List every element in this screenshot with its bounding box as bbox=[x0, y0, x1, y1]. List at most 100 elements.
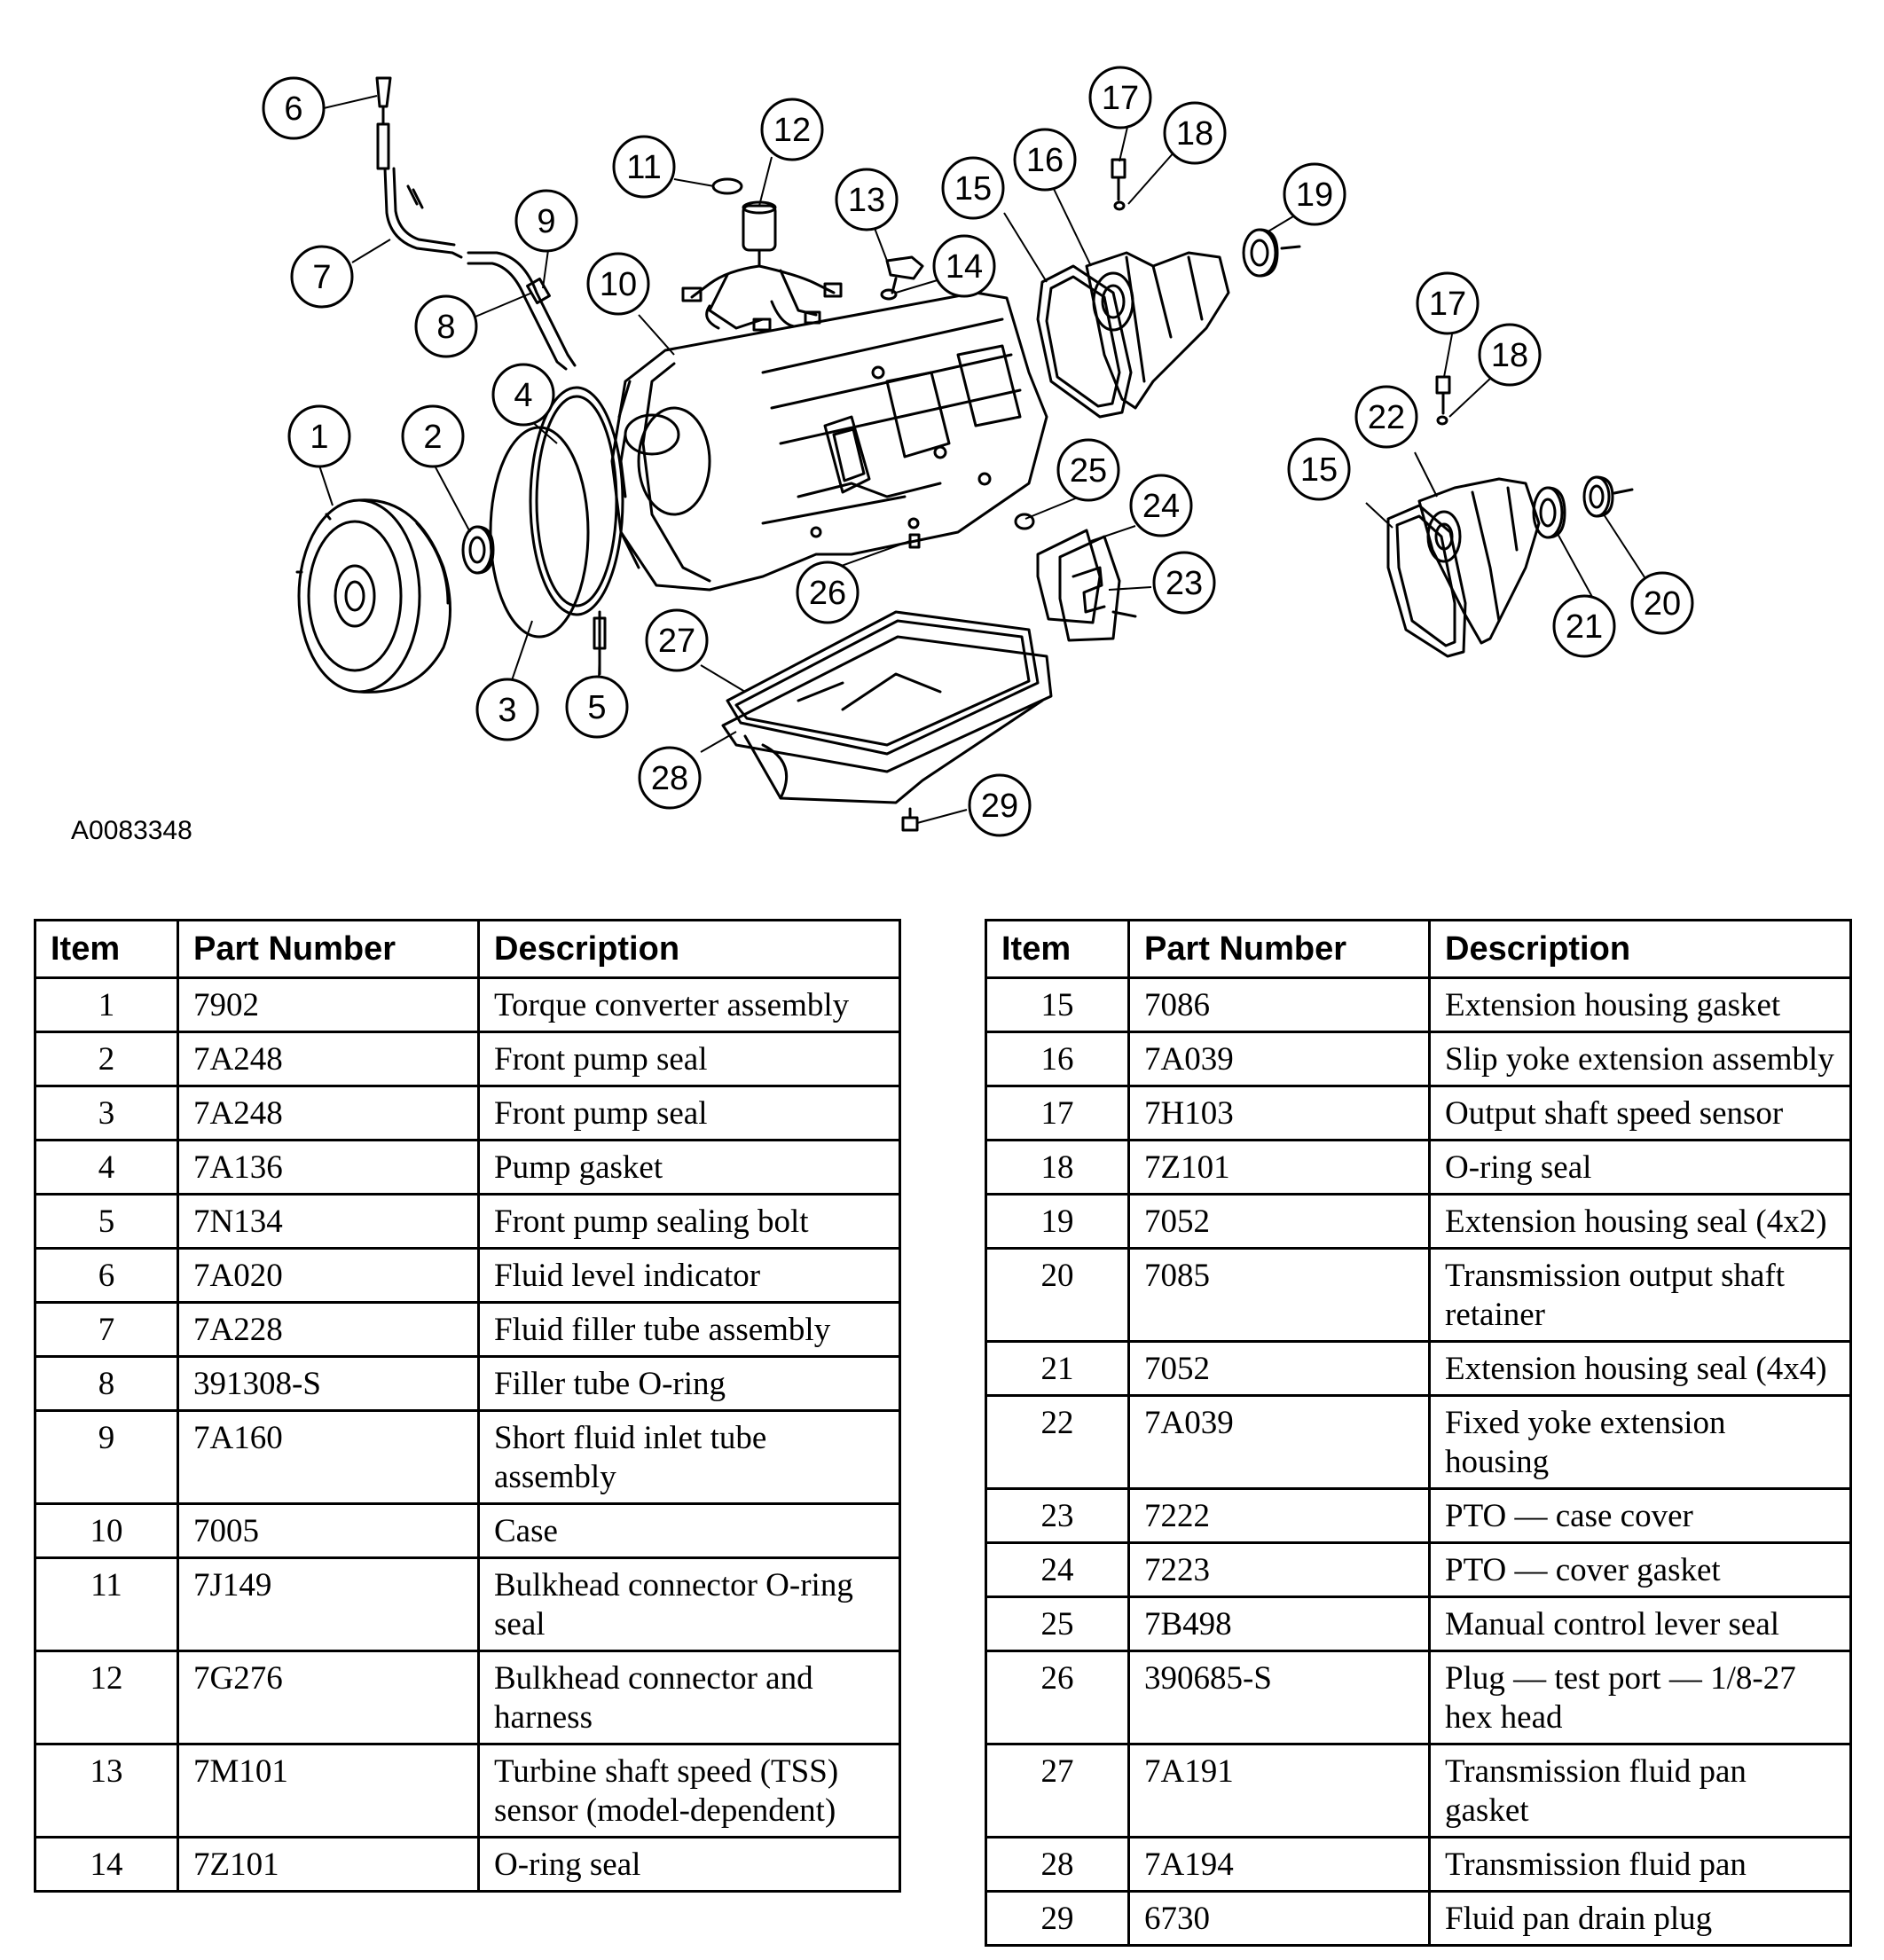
description-cell: Plug — test port — 1/8-27 hex head bbox=[1428, 1650, 1852, 1745]
description-cell: Transmission fluid pan gasket bbox=[1428, 1743, 1852, 1838]
svg-text:3: 3 bbox=[498, 692, 516, 729]
svg-text:4: 4 bbox=[514, 377, 532, 414]
svg-text:19: 19 bbox=[1296, 176, 1333, 214]
callout-12: 12 bbox=[760, 98, 824, 161]
lever-seal-drawing bbox=[1014, 513, 1035, 530]
callout-21: 21 bbox=[1552, 594, 1616, 658]
part-number-cell: 7085 bbox=[1127, 1247, 1431, 1343]
part-number-cell: 7A191 bbox=[1127, 1743, 1431, 1838]
svg-text:11: 11 bbox=[626, 149, 661, 186]
item-cell: 7 bbox=[34, 1301, 179, 1358]
header-item: Item bbox=[985, 919, 1130, 979]
callout-26: 26 bbox=[796, 561, 860, 624]
part-number-cell: 7A136 bbox=[177, 1139, 480, 1196]
callout-17-4x4: 17 bbox=[1416, 271, 1480, 335]
callout-24: 24 bbox=[1129, 474, 1193, 537]
transmission-case-drawing bbox=[610, 291, 1048, 592]
part-number-cell: 7A160 bbox=[177, 1409, 480, 1505]
item-cell: 1 bbox=[34, 976, 179, 1033]
callout-14: 14 bbox=[932, 234, 996, 298]
callout-11: 11 bbox=[612, 135, 676, 199]
callout-7: 7 bbox=[290, 245, 354, 309]
svg-text:20: 20 bbox=[1644, 585, 1681, 623]
callout-23: 23 bbox=[1152, 551, 1216, 615]
callout-2: 2 bbox=[401, 404, 465, 468]
fluid-pan-drawing bbox=[721, 610, 1053, 804]
svg-text:18: 18 bbox=[1491, 337, 1528, 374]
item-cell: 26 bbox=[985, 1650, 1130, 1745]
description-cell: Turbine shaft speed (TSS) sensor (model-… bbox=[477, 1743, 901, 1838]
description-cell: Transmission fluid pan bbox=[1428, 1836, 1852, 1893]
header-description: Description bbox=[1428, 919, 1852, 979]
svg-text:21: 21 bbox=[1566, 608, 1603, 646]
part-number-cell: 7A020 bbox=[177, 1247, 480, 1304]
svg-text:10: 10 bbox=[600, 266, 637, 303]
svg-text:2: 2 bbox=[423, 419, 442, 456]
extension-seal-4x2-drawing bbox=[1242, 228, 1301, 278]
callout-17: 17 bbox=[1088, 66, 1152, 129]
part-number-cell: 7Z101 bbox=[177, 1836, 480, 1893]
part-number-cell: 7223 bbox=[1127, 1541, 1431, 1598]
svg-text:29: 29 bbox=[981, 788, 1018, 825]
description-cell: Front pump seal bbox=[477, 1031, 901, 1087]
extension-gasket-drawing bbox=[1036, 264, 1133, 419]
slip-yoke-extension-drawing bbox=[1085, 251, 1230, 410]
svg-text:24: 24 bbox=[1142, 488, 1180, 525]
part-number-cell: 7N134 bbox=[177, 1193, 480, 1250]
item-cell: 17 bbox=[985, 1085, 1130, 1141]
description-cell: Case bbox=[477, 1502, 901, 1559]
item-cell: 4 bbox=[34, 1139, 179, 1196]
callout-15-4x4: 15 bbox=[1287, 437, 1351, 501]
extension-seal-4x4-drawing bbox=[1532, 486, 1566, 539]
exploded-view-diagram: 1 2 3 4 5 6 7 8 9 10 11 12 13 14 15 16 1… bbox=[262, 66, 1694, 837]
header-item: Item bbox=[34, 919, 179, 979]
svg-text:1: 1 bbox=[310, 419, 328, 456]
part-number-cell: 7A248 bbox=[177, 1085, 480, 1141]
callout-25: 25 bbox=[1056, 438, 1120, 502]
description-cell: Filler tube O-ring bbox=[477, 1355, 901, 1412]
part-number-cell: 7G276 bbox=[177, 1650, 480, 1745]
item-cell: 27 bbox=[985, 1743, 1130, 1838]
svg-text:17: 17 bbox=[1429, 286, 1466, 323]
callout-1: 1 bbox=[287, 404, 351, 468]
inlet-tube-drawing bbox=[467, 251, 577, 371]
svg-text:9: 9 bbox=[537, 203, 555, 240]
description-cell: Front pump sealing bolt bbox=[477, 1193, 901, 1250]
description-cell: Torque converter assembly bbox=[477, 976, 901, 1033]
part-number-cell: 7A039 bbox=[1127, 1031, 1431, 1087]
item-cell: 10 bbox=[34, 1502, 179, 1559]
svg-text:13: 13 bbox=[848, 182, 885, 219]
description-cell: Extension housing seal (4x4) bbox=[1428, 1340, 1852, 1397]
item-cell: 11 bbox=[34, 1556, 179, 1652]
filler-tube-drawing bbox=[375, 76, 463, 259]
callout-3: 3 bbox=[475, 678, 539, 741]
output-shaft-retainer-drawing bbox=[1582, 475, 1634, 518]
svg-text:15: 15 bbox=[1300, 451, 1338, 489]
svg-text:25: 25 bbox=[1070, 452, 1107, 490]
callout-10: 10 bbox=[586, 252, 650, 316]
svg-text:5: 5 bbox=[587, 689, 606, 726]
callout-20: 20 bbox=[1630, 571, 1694, 635]
part-number-cell: 7J149 bbox=[177, 1556, 480, 1652]
description-cell: Pump gasket bbox=[477, 1139, 901, 1196]
part-number-cell: 7A039 bbox=[1127, 1394, 1431, 1490]
description-cell: Manual control lever seal bbox=[1428, 1595, 1852, 1652]
description-cell: PTO — cover gasket bbox=[1428, 1541, 1852, 1598]
description-cell: Fixed yoke extension housing bbox=[1428, 1394, 1852, 1490]
callout-9: 9 bbox=[514, 189, 578, 253]
callout-8: 8 bbox=[414, 294, 478, 358]
bulkhead-connector-drawing bbox=[681, 177, 843, 332]
